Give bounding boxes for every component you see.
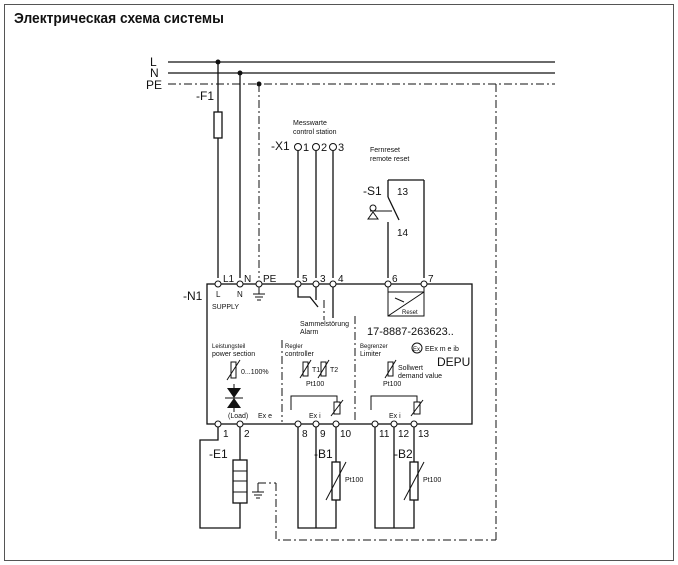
- ex-approval-icon: [411, 342, 423, 354]
- svg-text:N: N: [244, 274, 251, 285]
- svg-text:9: 9: [320, 429, 326, 440]
- svg-text:Regler: Regler: [285, 344, 303, 350]
- pt100-b2-element: [409, 461, 419, 501]
- heater-ground-icon: [252, 483, 264, 499]
- svg-text:0...100%: 0...100%: [241, 369, 269, 376]
- svg-text:Reset: Reset: [402, 310, 418, 316]
- svg-text:Begrenzer: Begrenzer: [360, 344, 388, 350]
- svg-text:Ex i: Ex i: [389, 413, 401, 420]
- switch-s1-label: -S1: [363, 184, 382, 198]
- svg-text:T1: T1: [312, 367, 320, 374]
- svg-text:13: 13: [418, 429, 430, 440]
- pe-return-bottom: [275, 483, 496, 541]
- svg-text:Limiter: Limiter: [360, 351, 382, 358]
- svg-text:Sammelstörung: Sammelstörung: [300, 321, 349, 328]
- connector-x1-label: -X1: [271, 139, 290, 153]
- model-label: DEPU: [437, 355, 470, 369]
- svg-text:Fernreset: Fernreset: [370, 147, 400, 154]
- fuse-label: -F1: [196, 89, 214, 103]
- svg-text:3: 3: [338, 142, 344, 154]
- svg-text:14: 14: [397, 228, 409, 239]
- fuse-body: [213, 111, 223, 139]
- sensor-b2: -B2 Pt100: [374, 427, 441, 529]
- heater-e1: -E1: [199, 427, 496, 541]
- svg-text:Ex: Ex: [413, 347, 420, 353]
- svg-text:12: 12: [398, 429, 410, 440]
- svg-text:L: L: [216, 290, 221, 299]
- svg-text:1: 1: [223, 429, 229, 440]
- remote-reset-s1: Fernreset remote reset -S1 13 14: [363, 147, 425, 278]
- bus-pe-label: PE: [146, 78, 162, 92]
- svg-text:7: 7: [428, 274, 434, 285]
- svg-text:power section: power section: [212, 351, 255, 358]
- svg-text:T2: T2: [330, 367, 338, 374]
- svg-text:controller: controller: [285, 351, 314, 358]
- svg-text:3: 3: [320, 274, 326, 285]
- sensor-b2-label: -B2: [394, 447, 413, 461]
- svg-text:Ex e: Ex e: [258, 413, 272, 420]
- supply-bus: L N PE: [146, 55, 555, 92]
- svg-text:Leistungsteil: Leistungsteil: [212, 344, 245, 350]
- svg-text:2: 2: [321, 142, 327, 154]
- x1-pin-3: [329, 143, 337, 151]
- svg-text:Ex i: Ex i: [309, 413, 321, 420]
- svg-text:2: 2: [244, 429, 250, 440]
- part-number: 17-8887-263623..: [367, 326, 454, 338]
- sensor-b1: -B1 Pt100: [297, 427, 363, 529]
- device-n1: -N1 L1 N PE 5 3 4 6 7 L N SUPPLY Sammels…: [183, 274, 473, 440]
- diagram-frame: [4, 4, 674, 561]
- svg-text:Alarm: Alarm: [300, 329, 318, 336]
- svg-text:L1: L1: [223, 274, 235, 285]
- x1-pin-1: [294, 143, 302, 151]
- svg-text:Pt100: Pt100: [423, 477, 441, 484]
- pt100-b1-element: [331, 461, 341, 501]
- bus-n-label: N: [150, 66, 159, 80]
- svg-text:1: 1: [303, 142, 309, 154]
- svg-text:(Load): (Load): [228, 413, 248, 420]
- svg-text:13: 13: [397, 187, 409, 198]
- control-station-x1: Messwarte control station -X1 1 2 3: [271, 120, 344, 278]
- svg-text:PE: PE: [263, 274, 277, 285]
- svg-text:11: 11: [379, 429, 390, 440]
- svg-text:Pt100: Pt100: [306, 381, 324, 388]
- svg-text:control station: control station: [293, 129, 337, 136]
- svg-text:Messwarte: Messwarte: [293, 120, 327, 127]
- reset-input-box: [387, 291, 425, 317]
- ground-icon: [253, 287, 265, 301]
- svg-text:SUPPLY: SUPPLY: [212, 304, 239, 311]
- svg-text:4: 4: [338, 274, 344, 285]
- svg-text:Sollwert: Sollwert: [398, 365, 423, 372]
- svg-text:N: N: [237, 290, 243, 299]
- svg-text:8: 8: [302, 429, 308, 440]
- svg-text:Pt100: Pt100: [345, 477, 363, 484]
- svg-text:demand value: demand value: [398, 373, 442, 380]
- svg-text:remote reset: remote reset: [370, 156, 409, 163]
- alarm-relay-contact: [297, 287, 334, 318]
- bus-l-label: L: [150, 55, 157, 69]
- page-title: Электрическая схема системы: [14, 10, 224, 27]
- svg-text:Pt100: Pt100: [383, 381, 401, 388]
- heater-label: -E1: [209, 447, 228, 461]
- svg-text:EEx m e ib: EEx m e ib: [425, 346, 459, 353]
- device-label: -N1: [183, 289, 203, 303]
- fuse-f1: -F1: [196, 62, 223, 278]
- sensor-b1-label: -B1: [314, 447, 333, 461]
- svg-text:10: 10: [340, 429, 352, 440]
- svg-text:6: 6: [392, 274, 398, 285]
- x1-pin-2: [312, 143, 320, 151]
- switch-contact: [387, 196, 400, 221]
- svg-text:5: 5: [302, 274, 308, 285]
- push-button-icon: [369, 204, 377, 212]
